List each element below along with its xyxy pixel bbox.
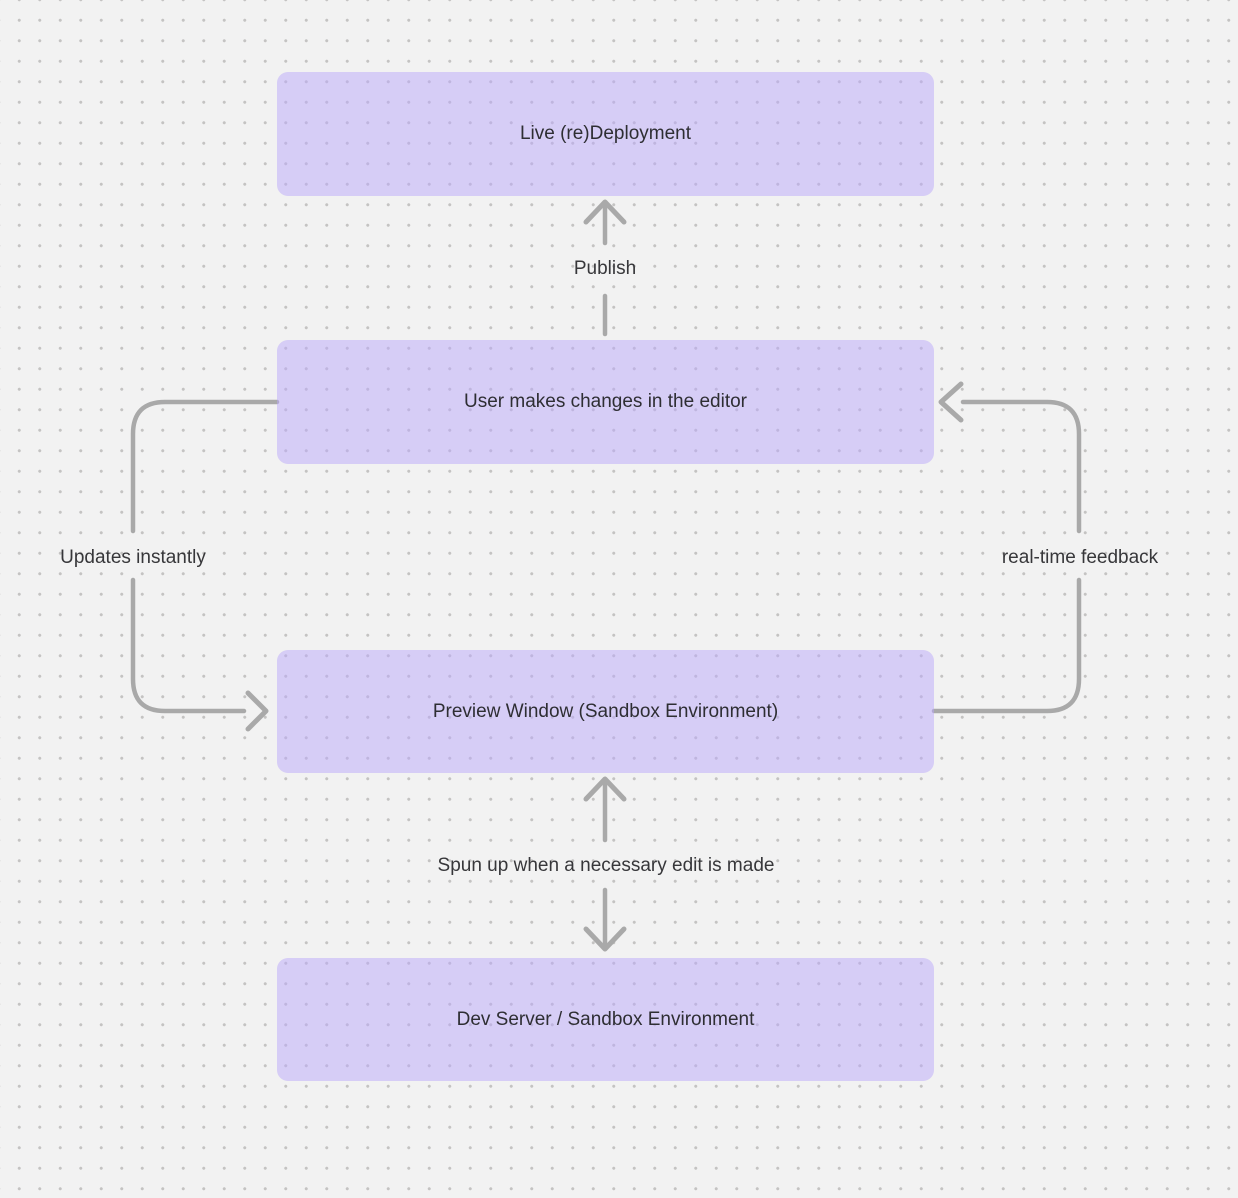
edge-updates-instantly-right-arrowhead-icon (245, 690, 269, 732)
node-editor-label: User makes changes in the editor (463, 391, 748, 412)
node-dev-server: Dev Server / Sandbox Environment (277, 958, 934, 1081)
node-live-redeployment: Live (re)Deployment (277, 72, 934, 196)
edge-spun-up-down-arrowhead-icon (583, 926, 627, 952)
node-dev-server-label: Dev Server / Sandbox Environment (456, 1008, 755, 1030)
edge-label-spun-up: Spun up when a necessary edit is made (437, 855, 775, 876)
edge-label-real-time-feedback: real-time feedback (1001, 547, 1159, 568)
edge-feedback-lower (931, 577, 1082, 714)
edge-feedback-upper (960, 399, 1082, 534)
edge-publish-up-arrowhead-icon (583, 199, 627, 225)
node-live-redeployment-label: Live (re)Deployment (519, 123, 692, 144)
node-preview-window-label: Preview Window (Sandbox Environment) (432, 700, 779, 722)
node-editor: User makes changes in the editor (277, 340, 934, 464)
edge-spun-up-up-arrowhead-icon (583, 776, 627, 802)
edge-feedback-left-arrowhead-icon (938, 381, 964, 423)
edge-updates-instantly-lower (130, 577, 247, 714)
edge-label-publish: Publish (573, 258, 637, 279)
node-preview-window: Preview Window (Sandbox Environment) (277, 650, 934, 773)
edge-label-updates-instantly: Updates instantly (60, 547, 206, 568)
edge-updates-instantly-upper (130, 399, 280, 534)
